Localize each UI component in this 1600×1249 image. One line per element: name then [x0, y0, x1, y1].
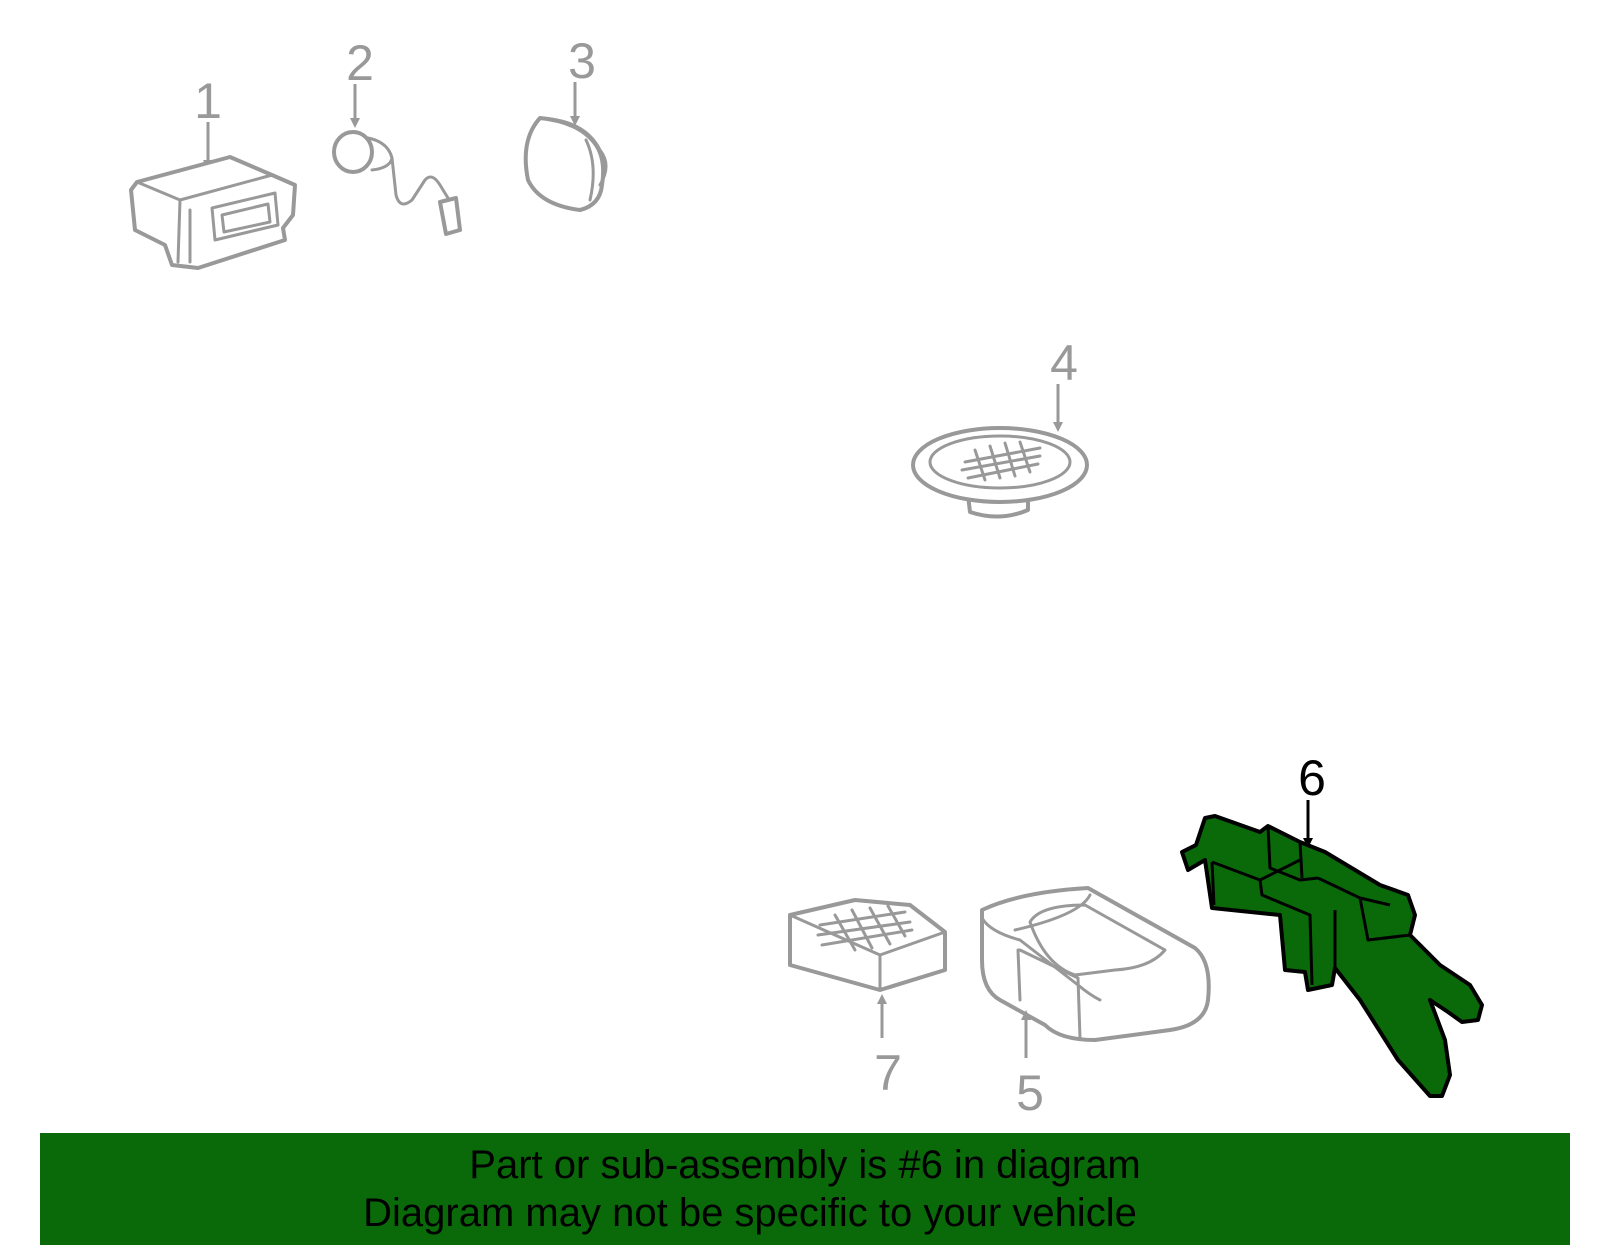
housing-rim — [538, 116, 608, 202]
arrowhead-2 — [350, 118, 360, 128]
callout-4: 4 — [1050, 335, 1078, 391]
harness-connector — [438, 196, 462, 236]
banner-line-2: Diagram may not be specific to your vehi… — [363, 1191, 1137, 1235]
arrowhead-4 — [1053, 422, 1063, 432]
speaker-grille — [960, 440, 1042, 482]
part-1-module[interactable]: 1 — [129, 73, 297, 270]
block-grille — [816, 904, 914, 952]
pad-body — [980, 886, 1211, 1042]
part-4-speaker[interactable]: 4 — [911, 335, 1089, 519]
pad-details — [980, 893, 1167, 1040]
callout-1: 1 — [194, 73, 222, 129]
bulb-socket — [332, 130, 374, 174]
arrowhead-7 — [877, 994, 887, 1004]
bracket-details — [1210, 825, 1411, 986]
part-2-bulb-harness[interactable]: 2 — [332, 35, 462, 236]
callout-2: 2 — [346, 35, 374, 91]
bracket-body — [1180, 814, 1484, 1098]
part-7-grille-block[interactable]: 7 — [788, 898, 947, 1101]
banner-line-1: Part or sub-assembly is #6 in diagram — [469, 1143, 1141, 1187]
callout-7: 7 — [874, 1045, 902, 1101]
block-edges — [788, 913, 947, 992]
block-body — [788, 898, 947, 992]
callout-3: 3 — [568, 33, 596, 89]
part-6-bracket[interactable]: 6 — [1180, 750, 1484, 1098]
speaker-frame — [911, 426, 1089, 504]
arrowhead-5 — [1021, 1010, 1031, 1020]
callout-5: 5 — [1016, 1065, 1044, 1121]
arrowhead-3 — [570, 116, 580, 126]
module-details — [135, 173, 280, 264]
info-banner: Part or sub-assembly is #6 in diagram Di… — [40, 1133, 1570, 1245]
part-5-pad[interactable]: 5 — [980, 886, 1211, 1121]
speaker-cone — [928, 434, 1072, 490]
part-3-housing[interactable]: 3 — [523, 33, 608, 212]
callout-6: 6 — [1298, 750, 1326, 806]
harness-wire — [390, 156, 450, 206]
arrowhead-6 — [1303, 838, 1313, 848]
